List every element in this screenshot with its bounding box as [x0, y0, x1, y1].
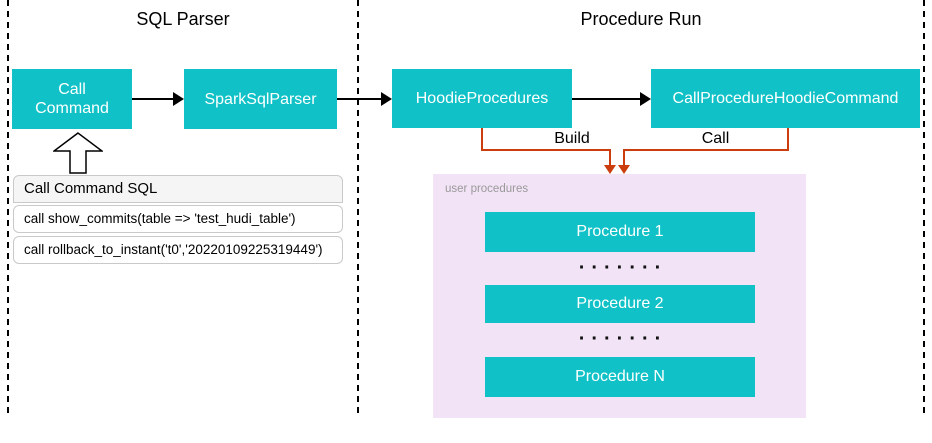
build-connector-drop — [609, 149, 611, 167]
sql-parser-section-title: SQL Parser — [136, 9, 230, 29]
node-hoodie-procedures: HoodieProcedures — [392, 69, 572, 128]
flow-arrow-2-head-icon — [381, 92, 392, 106]
node-call-procedure-hoodie-command-label: CallProcedureHoodieCommand — [672, 90, 899, 107]
procedure-2-box: Procedure 2 — [485, 285, 755, 323]
call-connector-horizontal — [623, 149, 789, 151]
call-command-sql-table: Call Command SQL call show_commits(table… — [13, 175, 343, 267]
flow-arrow-1-head-icon — [173, 92, 184, 106]
up-arrow-icon — [53, 132, 103, 174]
flow-arrow-2-line — [337, 98, 382, 100]
sql-table-header: Call Command SQL — [13, 175, 343, 203]
build-connector-horizontal — [481, 149, 611, 151]
build-connector-vertical — [481, 128, 483, 151]
left-dashed-border — [7, 0, 9, 415]
node-spark-sql-parser: SparkSqlParser — [184, 69, 337, 129]
node-spark-sql-parser-label: SparkSqlParser — [204, 90, 317, 108]
flow-arrow-3-line — [572, 98, 641, 100]
node-call-procedure-hoodie-command: CallProcedureHoodieCommand — [651, 69, 920, 128]
build-arrowhead-icon — [604, 165, 616, 174]
flow-arrow-1-line — [132, 98, 176, 100]
procedure-n-label: Procedure N — [575, 368, 665, 385]
sql-example-row: call show_commits(table => 'test_hudi_ta… — [13, 205, 343, 233]
sql-example-row: call rollback_to_instant('t0','202201092… — [13, 236, 343, 264]
user-procedures-label: user procedures — [445, 183, 529, 195]
node-hoodie-procedures-label: HoodieProcedures — [415, 90, 549, 107]
ellipsis-dots: ······· — [578, 256, 668, 279]
procedure-1-label: Procedure 1 — [576, 223, 664, 240]
call-arrowhead-icon — [618, 165, 630, 174]
right-dashed-border — [923, 0, 925, 415]
node-call-command: Call Command — [12, 69, 132, 129]
flow-arrow-3-head-icon — [640, 92, 651, 106]
call-connector-vertical — [787, 128, 789, 151]
user-procedures-panel: user procedures Procedure 1 ······· Proc… — [433, 174, 806, 418]
node-call-command-label: Call Command — [35, 81, 109, 117]
call-connector-drop — [623, 149, 625, 167]
call-edge-label: Call — [683, 130, 748, 148]
build-edge-label: Build — [537, 130, 607, 148]
procedure-run-section-title: Procedure Run — [580, 9, 702, 29]
procedure-1-box: Procedure 1 — [485, 212, 755, 252]
procedure-n-box: Procedure N — [485, 357, 755, 397]
procedure-2-label: Procedure 2 — [576, 295, 664, 312]
ellipsis-dots: ······· — [578, 327, 668, 350]
section-divider-dashed — [357, 0, 359, 415]
